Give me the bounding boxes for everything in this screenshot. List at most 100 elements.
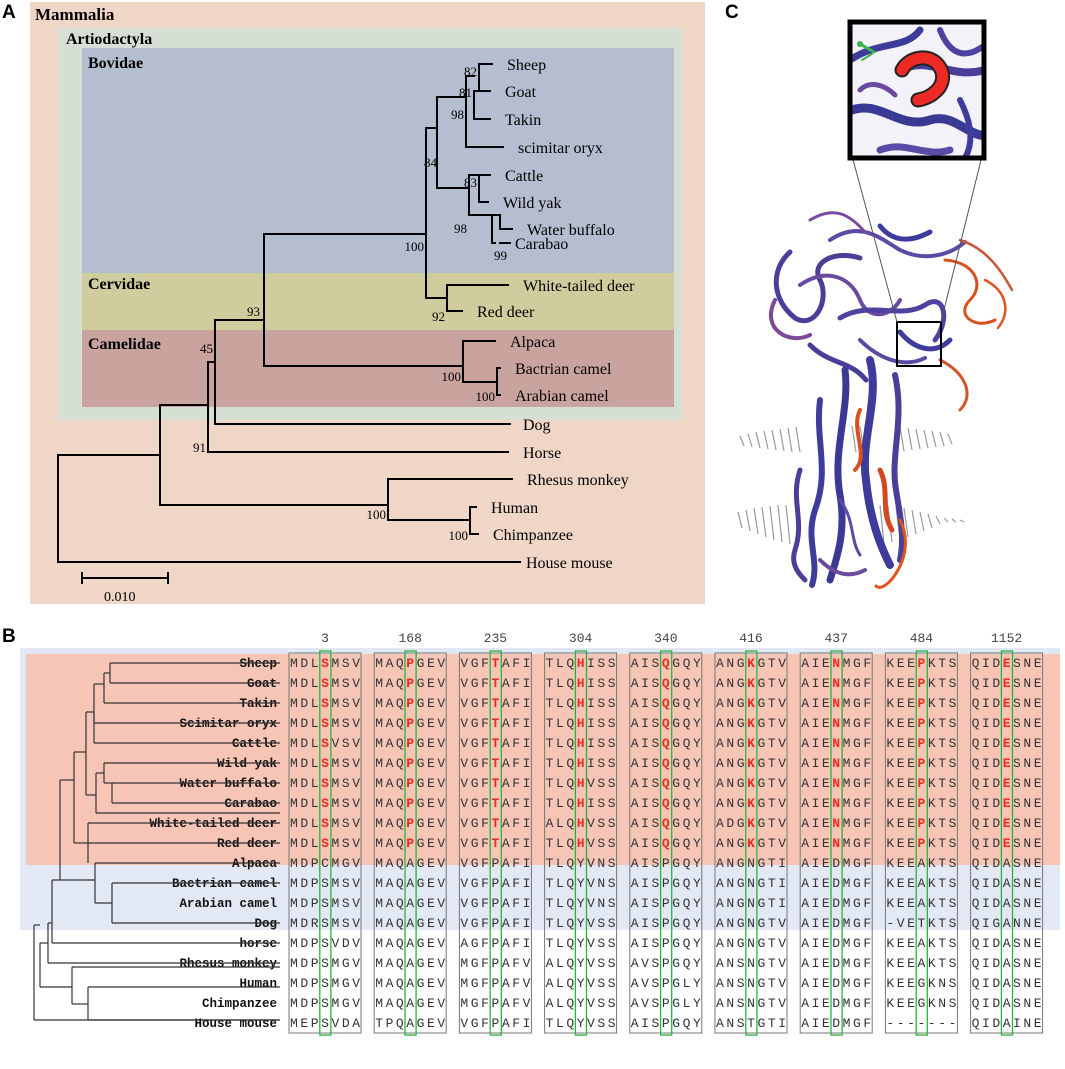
alignment-block-outline <box>629 652 703 1034</box>
group-label-camelidae: Camelidae <box>88 336 161 353</box>
taxon-label: Arabian camel <box>515 388 609 405</box>
alignment-species-label: Cattle <box>232 737 277 751</box>
alignment-position-label: 416 <box>739 631 762 646</box>
taxon-label: Water buffalo <box>527 222 615 239</box>
bootstrap-value: 92 <box>432 309 445 324</box>
bootstrap-value: 100 <box>476 389 496 404</box>
alignment-species-label: Takin <box>239 697 277 711</box>
alignment-site-highlight <box>745 650 758 1036</box>
bovidae-region <box>82 48 674 273</box>
alignment-species-label: Alpaca <box>232 857 278 871</box>
bootstrap-value: 100 <box>442 369 462 384</box>
taxon-label: Carabao <box>515 236 568 253</box>
bootstrap-value: 83 <box>464 175 477 190</box>
alignment-site-highlights <box>319 650 1014 1036</box>
taxon-label: Cattle <box>505 168 543 185</box>
bootstrap-value: 98 <box>454 221 467 236</box>
alignment-species-label: Rhesus monkey <box>179 957 277 971</box>
tree-branches <box>57 63 521 563</box>
bootstrap-value: 91 <box>193 440 206 455</box>
alignment-block-outline <box>288 652 362 1034</box>
taxon-label: Takin <box>505 112 541 129</box>
taxon-label: scimitar oryx <box>518 140 603 157</box>
alignment-block-outline <box>799 652 873 1034</box>
bootstrap-value: 98 <box>451 107 464 122</box>
alignment-species-label: Carabao <box>224 797 277 811</box>
taxon-label: Sheep <box>507 57 546 74</box>
alignment-species-label: Human <box>239 977 277 991</box>
alignment-species-label: Wild yak <box>217 757 278 771</box>
bootstrap-value: 81 <box>459 85 472 100</box>
taxon-label: Horse <box>523 445 561 462</box>
